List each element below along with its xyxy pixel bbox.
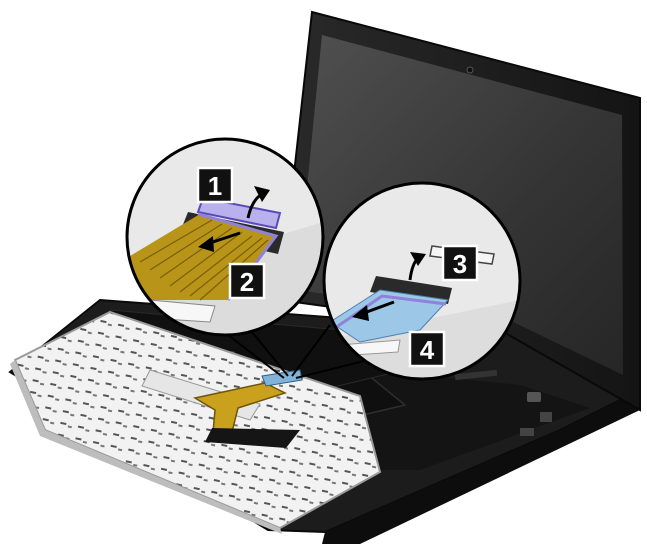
step-number-2: 2 (240, 267, 254, 297)
step-badge-3: 3 (443, 246, 477, 280)
step-badge-2: 2 (230, 264, 264, 298)
step-number-3: 3 (453, 249, 467, 279)
ethernet-port (540, 412, 552, 422)
step-badge-4: 4 (410, 332, 444, 366)
step-badge-1: 1 (198, 168, 232, 202)
power-button (527, 392, 541, 402)
step-number-4: 4 (420, 335, 435, 365)
step-number-1: 1 (208, 171, 222, 201)
webcam (467, 67, 473, 73)
usb-port (520, 428, 534, 436)
